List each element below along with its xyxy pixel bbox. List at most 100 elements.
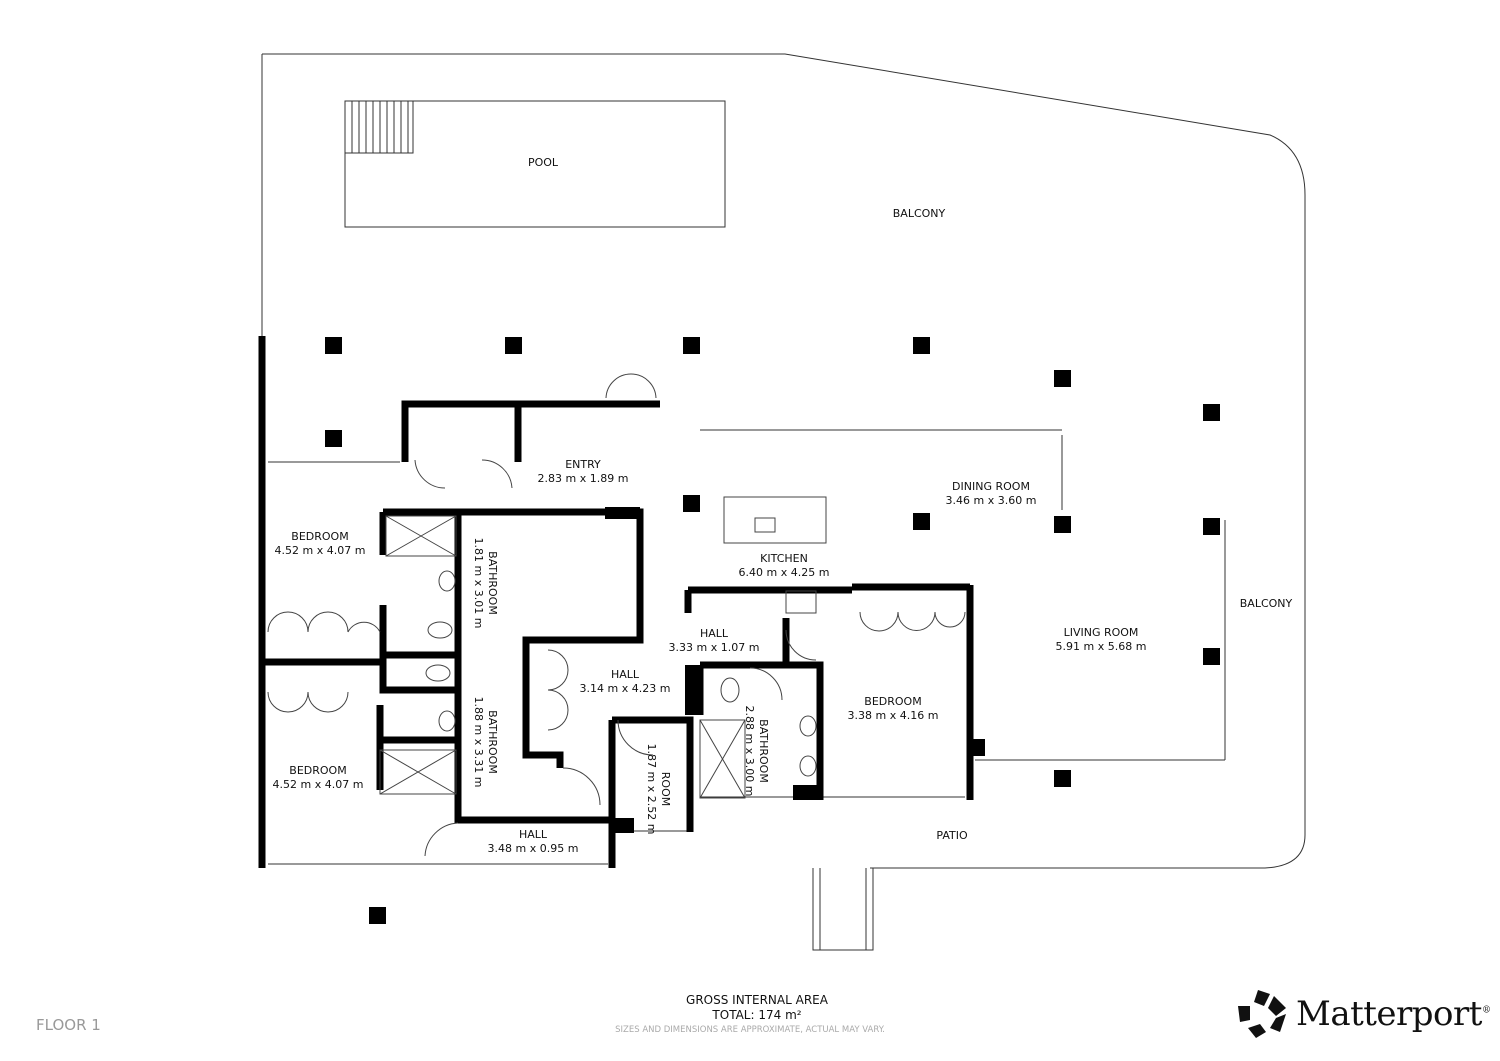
basin-icon (438, 710, 456, 732)
room-name: KITCHEN (760, 552, 808, 565)
pillar (913, 337, 930, 354)
windows (268, 429, 1226, 865)
toilet-icon (427, 621, 453, 639)
room-dims: 2.88 m x 3.00 m (743, 705, 756, 797)
room-name: HALL (699, 627, 729, 640)
patio-label: PATIO (936, 829, 968, 842)
shower-icon (385, 515, 457, 557)
room-dims: 3.48 m x 0.95 m (487, 842, 579, 855)
room-name: BATHROOM (486, 710, 499, 774)
room-name: ENTRY (565, 458, 601, 471)
pillar (605, 507, 640, 519)
toilet-icon (425, 664, 451, 682)
area-title: GROSS INTERNAL AREA (686, 993, 828, 1007)
sink-icon (754, 517, 776, 533)
room-dims: 4.52 m x 4.07 m (272, 778, 364, 791)
room-name: HALL (518, 828, 548, 841)
disclaimer: SIZES AND DIMENSIONS ARE APPROXIMATE, AC… (615, 1025, 885, 1035)
room-dims: 1.87 m x 2.52 m (645, 743, 658, 835)
exterior-stairs (812, 868, 874, 951)
pillar (683, 495, 700, 512)
pillar (1054, 370, 1071, 387)
matterport-mark-icon (1238, 990, 1286, 1038)
kitchen-island (723, 496, 827, 544)
pillar (369, 907, 386, 924)
area-total: TOTAL: 174 m² (712, 1008, 802, 1022)
wardrobe-doors (267, 611, 966, 731)
room-dims: 1.81 m x 3.01 m (472, 537, 485, 629)
door-swing (414, 373, 817, 857)
shower-icon (699, 719, 746, 799)
pillar (612, 818, 634, 833)
room-dims: 2.83 m x 1.89 m (537, 472, 629, 485)
room-name: DINING ROOM (952, 480, 1030, 493)
pool-label: POOL (527, 156, 559, 169)
balcony-label: BALCONY (892, 207, 946, 220)
stove-icon (785, 590, 817, 614)
basin-icon (799, 755, 817, 777)
pillar (505, 337, 522, 354)
matterport-logo: Matterport® (1236, 988, 1491, 1040)
wall-kitchen-counter (684, 583, 974, 800)
wall-hall-room (608, 716, 694, 868)
room-dims: 3.38 m x 4.16 m (847, 709, 939, 722)
basin-icon (799, 715, 817, 737)
pool-outline (344, 100, 726, 228)
room-dims: 3.14 m x 4.23 m (579, 682, 671, 695)
room-name: BEDROOM (291, 530, 349, 543)
room-name: BEDROOM (864, 695, 922, 708)
room-name: BATHROOM (486, 551, 499, 615)
pillar (1203, 648, 1220, 665)
brand-name: Matterport® (1296, 994, 1491, 1034)
room-dims: 5.91 m x 5.68 m (1055, 640, 1147, 653)
wall-bathroom-core (379, 508, 644, 824)
pillar (1054, 516, 1071, 533)
pillars (325, 337, 1220, 924)
room-dims: 6.40 m x 4.25 m (738, 566, 830, 579)
shower-icon (379, 749, 457, 795)
room-name: BEDROOM (289, 764, 347, 777)
pillar (1203, 518, 1220, 535)
room-name: LIVING ROOM (1063, 626, 1139, 639)
wall-bedroom-left (376, 705, 458, 790)
room-name: ROOM (659, 771, 672, 807)
pool-stairs-treads (351, 101, 409, 153)
pillar (793, 785, 820, 800)
room-dims: 1.88 m x 3.31 m (472, 696, 485, 788)
brand-text: Matterport (1296, 994, 1482, 1034)
floor-label: FLOOR 1 (36, 1016, 101, 1034)
room-dims: 3.46 m x 3.60 m (945, 494, 1037, 507)
room-name: HALL (610, 668, 640, 681)
wall-entry-closet (401, 400, 522, 462)
pillar (325, 430, 342, 447)
balcony-label: BALCONY (1239, 597, 1293, 610)
room-name: BATHROOM (757, 719, 770, 783)
pillar (325, 337, 342, 354)
pillar (683, 337, 700, 354)
pillar (1054, 770, 1071, 787)
basin-icon (438, 570, 456, 592)
registered-mark: ® (1481, 1005, 1491, 1016)
pillar (913, 513, 930, 530)
terrace-outline (261, 53, 1306, 869)
toilet-icon (720, 677, 740, 703)
pillar (685, 665, 700, 715)
pillar (1203, 404, 1220, 421)
pillar (968, 739, 985, 756)
wall-entry-closet-2 (514, 400, 660, 430)
